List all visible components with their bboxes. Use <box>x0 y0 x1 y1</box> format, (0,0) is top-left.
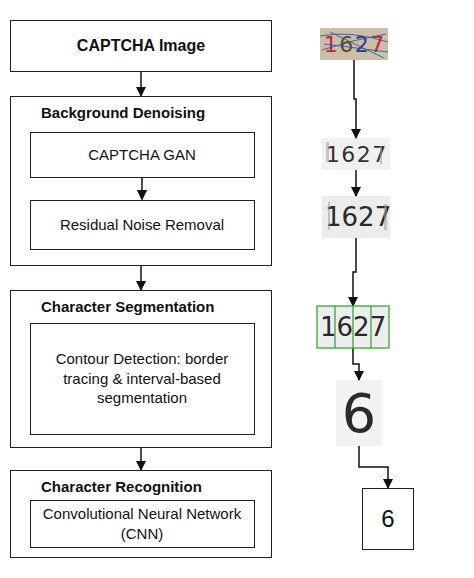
flow-arrow <box>140 448 142 470</box>
flow-arrow <box>353 348 359 380</box>
stage-group: Background DenoisingCAPTCHA GAN Residual … <box>10 96 272 266</box>
captcha-digit: 1 <box>325 202 342 232</box>
captcha-digit: 2 <box>357 142 371 167</box>
process-box: Convolutional Neural Network (CNN) <box>30 500 255 548</box>
flow-arrow <box>355 170 357 196</box>
group-heading: Character Segmentation <box>41 298 214 315</box>
captcha-image: 1627 <box>320 28 388 60</box>
process-box: CAPTCHA GAN <box>30 132 255 178</box>
flow-arrow <box>140 266 142 290</box>
stage-group: Character SegmentationContour Detection:… <box>10 290 272 448</box>
stage-group: Character RecognitionConvolutional Neura… <box>10 470 272 558</box>
captcha-image: 1627 <box>322 138 390 170</box>
box-label: CAPTCHA Image <box>77 36 205 57</box>
captcha-digit: 6 <box>341 142 355 167</box>
process-box: CAPTCHA Image <box>10 20 272 72</box>
captcha-digit: 2 <box>355 32 369 57</box>
output-box: 6 <box>362 488 414 550</box>
captcha-digit: 2 <box>353 312 370 342</box>
flow-arrow <box>359 446 388 488</box>
captcha-digit: 6 <box>339 32 353 57</box>
box-label: Contour Detection: border tracing & inte… <box>39 349 246 408</box>
box-label: Residual Noise Removal <box>60 215 224 235</box>
captcha-digit: 2 <box>358 202 375 232</box>
captcha-digit: 1 <box>320 312 337 342</box>
recognized-character: 6 <box>342 382 376 445</box>
character-crop: 6 <box>336 380 382 446</box>
box-label: Convolutional Neural Network (CNN) <box>39 504 246 543</box>
group-heading: Character Recognition <box>41 478 202 495</box>
captcha-digit: 1 <box>326 142 340 167</box>
captcha-digit: 7 <box>370 312 387 342</box>
process-box: Residual Noise Removal <box>30 200 255 250</box>
flow-arrow <box>353 238 356 306</box>
captcha-digit: 7 <box>370 32 384 57</box>
flow-arrow <box>140 72 142 96</box>
captcha-digit: 6 <box>342 202 359 232</box>
segmentation-grid <box>317 306 389 348</box>
captcha-image: 1627 <box>322 196 390 238</box>
process-box: Contour Detection: border tracing & inte… <box>30 323 255 435</box>
recognized-character: 6 <box>381 505 394 533</box>
captcha-digit: 1 <box>324 32 338 57</box>
flow-arrow <box>354 60 356 138</box>
captcha-digit: 7 <box>375 202 392 232</box>
captcha-image: 1627 <box>317 306 389 348</box>
captcha-digit: 7 <box>372 142 386 167</box>
group-heading: Background Denoising <box>41 104 205 121</box>
captcha-digit: 6 <box>337 312 354 342</box>
box-label: CAPTCHA GAN <box>88 145 196 165</box>
